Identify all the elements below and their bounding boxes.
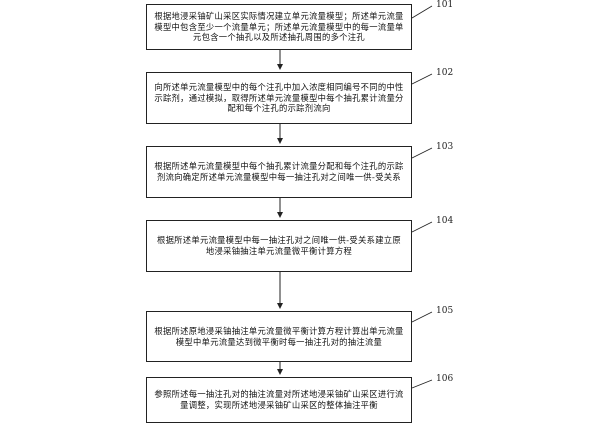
leader-102 <box>411 73 433 85</box>
step-text-103: 根据所述单元流量模型中每个抽孔累计流量分配和每个注孔的示踪剂流向确定所述单元流量… <box>154 161 404 182</box>
step-number-103: 103 <box>436 142 454 152</box>
step-text-106: 参照所述每一抽注孔对的抽注流量对所述地浸采铀矿山采区进行流量调整，实现所述地浸采… <box>154 389 404 410</box>
step-text-105: 根据所述原地浸采铀抽注单元流量微平衡计算方程计算出单元流量模型中单元流量达到微平… <box>154 325 404 347</box>
step-box-102: 向所述单元流量模型中的每个注孔中加入浓度相同编号不同的中性示踪剂，通过模拟，取得… <box>146 72 412 124</box>
step-number-101: 101 <box>436 0 454 10</box>
leader-103 <box>411 147 433 159</box>
leader-106 <box>411 379 433 389</box>
step-text-101: 根据地浸采铀矿山采区实际情况建立单元流量模型；所述单元流量模型中包含至少一个流量… <box>154 11 404 43</box>
step-box-103: 根据所述单元流量模型中每个抽孔累计流量分配和每个注孔的示踪剂流向确定所述单元流量… <box>146 146 412 198</box>
step-box-106: 参照所述每一抽注孔对的抽注流量对所述地浸采铀矿山采区进行流量调整，实现所述地浸采… <box>146 377 412 423</box>
step-number-104: 104 <box>436 216 454 226</box>
step-box-101: 根据地浸采铀矿山采区实际情况建立单元流量模型；所述单元流量模型中包含至少一个流量… <box>146 4 412 50</box>
step-text-104: 根据所述单元流量模型中每一抽注孔对之间唯一供-受关系建立原地浸采铀抽注单元流量微… <box>156 235 401 256</box>
step-text-102: 向所述单元流量模型中的每个注孔中加入浓度相同编号不同的中性示踪剂，通过模拟，取得… <box>154 82 404 114</box>
step-box-104: 根据所述单元流量模型中每一抽注孔对之间唯一供-受关系建立原地浸采铀抽注单元流量微… <box>146 220 412 272</box>
step-number-105: 105 <box>436 306 454 316</box>
step-number-106: 106 <box>436 374 454 384</box>
leader-104 <box>411 221 433 233</box>
leader-101 <box>411 5 433 19</box>
leader-105 <box>411 311 433 323</box>
step-number-102: 102 <box>436 68 454 78</box>
step-box-105: 根据所述原地浸采铀抽注单元流量微平衡计算方程计算出单元流量模型中单元流量达到微平… <box>146 311 412 362</box>
